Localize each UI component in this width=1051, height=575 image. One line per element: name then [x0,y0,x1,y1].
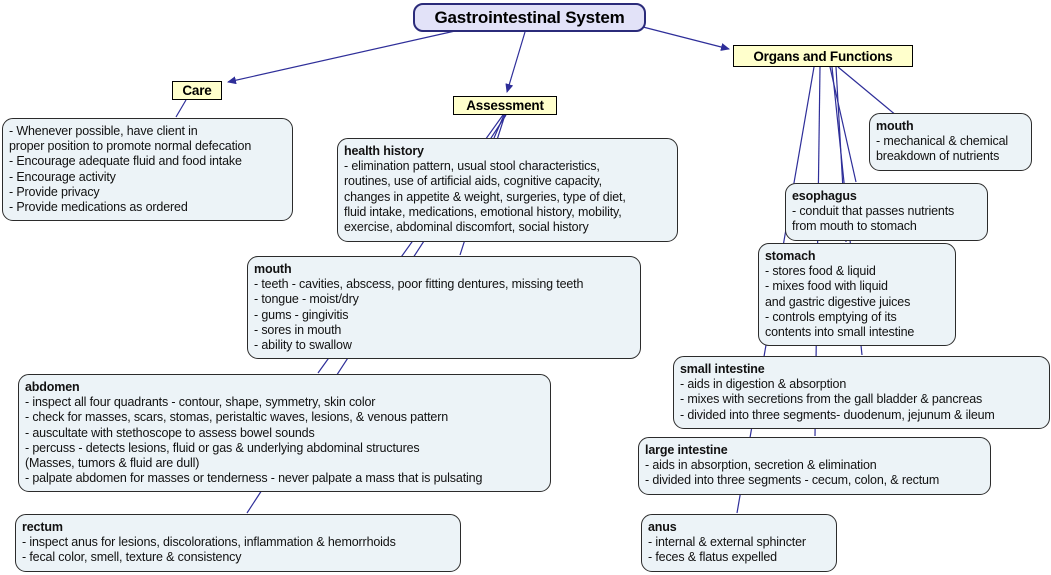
node-heading: rectum [22,520,63,534]
node-mouth-assessment: mouth - teeth - cavities, abscess, poor … [247,256,641,360]
node-body: - teeth - cavities, abscess, poor fittin… [254,277,584,353]
main-topic-label: Gastrointestinal System [434,7,625,27]
node-body: - aids in digestion & absorption - mixes… [680,377,995,422]
branch-label-care: Care [172,81,222,100]
node-large-intestine: large intestine - aids in absorption, se… [638,437,991,495]
node-abdomen: abdomen - inspect all four quadrants - c… [18,374,551,493]
node-esophagus: esophagus - conduit that passes nutrient… [785,183,988,241]
node-body: - inspect anus for lesions, discoloratio… [22,535,396,565]
node-heading: abdomen [25,380,80,394]
node-care-notes: - Whenever possible, have client in prop… [2,118,293,222]
node-health-history: health history - elimination pattern, us… [337,138,678,242]
node-heading: small intestine [680,362,765,376]
edge-title-to-care [227,30,456,85]
node-anus: anus - internal & external sphincter - f… [641,514,837,572]
node-heading: mouth [876,119,914,133]
edge-title-to-organs [642,26,730,51]
node-body: - inspect all four quadrants - contour, … [25,395,483,486]
branch-label-assessment: Assessment [453,96,557,115]
node-body: - mechanical & chemical breakdown of nut… [876,134,1009,164]
node-heading: stomach [765,249,816,263]
main-topic-node: Gastrointestinal System [413,3,646,32]
node-heading: health history [344,144,424,158]
node-mouth-organ: mouth - mechanical & chemical breakdown … [869,113,1032,171]
node-heading: anus [648,520,677,534]
edge-organs-to-mouth [837,66,898,117]
edge-title-to-assessment [505,31,526,93]
branch-label-organs-and-functions: Organs and Functions [733,45,913,67]
node-body: - elimination pattern, usual stool chara… [344,159,626,235]
assessment-label-text: Assessment [466,98,544,113]
node-stomach: stomach - stores food & liquid - mixes f… [758,243,956,347]
node-heading: mouth [254,262,292,276]
node-heading: esophagus [792,189,857,203]
care-label-text: Care [182,83,212,98]
node-body: - stores food & liquid - mixes food with… [765,264,915,340]
node-small-intestine: small intestine - aids in digestion & ab… [673,356,1050,429]
node-body: - conduit that passes nutrients from mou… [792,204,955,234]
node-heading: large intestine [645,443,728,457]
node-body: - internal & external sphincter - feces … [648,535,806,565]
node-rectum: rectum - inspect anus for lesions, disco… [15,514,461,572]
node-body: - aids in absorption, secretion & elimin… [645,458,940,488]
organs-label-text: Organs and Functions [753,48,893,64]
node-body: - Whenever possible, have client in prop… [9,124,252,215]
edge-care-to-notes [175,99,187,118]
